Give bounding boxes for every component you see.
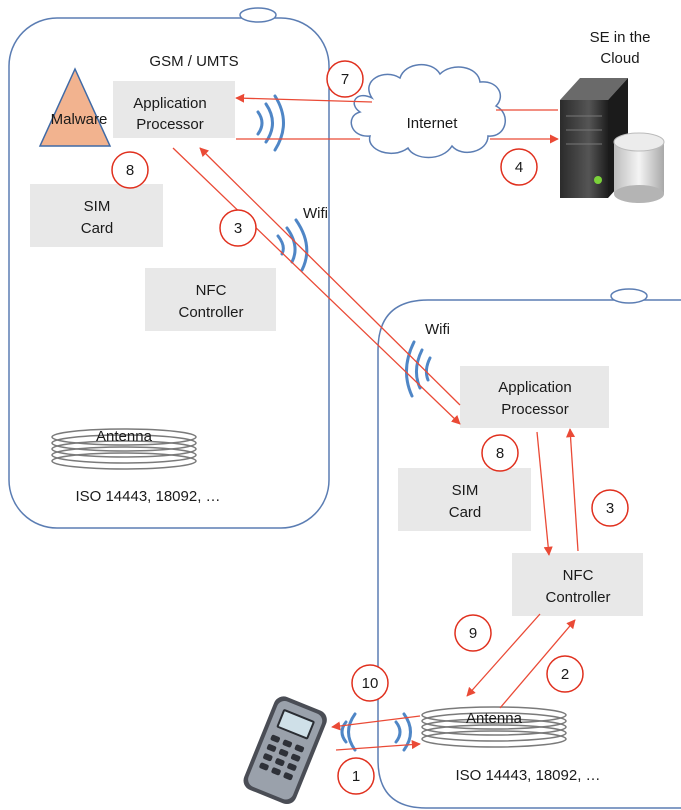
se-cloud-server: SE in the Cloud	[560, 29, 665, 203]
sim-card-box-left	[30, 184, 163, 247]
iso-label-right: ISO 14443, 18092, …	[455, 767, 600, 784]
nfc-controller-label-left-2: Controller	[178, 304, 243, 321]
step-8-left: 8	[111, 151, 149, 189]
wave-icon-antenna-right	[394, 712, 412, 752]
arrow-left-app-to-right-app	[172, 147, 461, 425]
step-1: 1	[337, 757, 375, 795]
arrow-antenna-to-pos	[331, 715, 421, 731]
cloud-icon	[350, 64, 506, 159]
nfc-controller-box-left	[145, 268, 276, 331]
nfc-controller-label-left: NFC	[196, 282, 227, 299]
antenna-label-right: Antenna	[466, 710, 523, 727]
pos-terminal-icon	[243, 696, 327, 805]
step-4: 4	[500, 148, 538, 186]
server-label-2: Cloud	[600, 50, 639, 67]
step-3-right: 3	[591, 489, 629, 527]
app-processor-label-right: Application	[498, 379, 571, 396]
sim-card-label-left-2: Card	[81, 220, 114, 237]
step-7: 7	[326, 60, 364, 98]
phone-right-body	[377, 299, 681, 809]
svg-text:3: 3	[606, 500, 614, 517]
app-processor-box-left	[113, 81, 235, 138]
database-icon	[613, 132, 665, 203]
svg-text:10: 10	[362, 675, 379, 692]
phone-left: GSM / UMTS Application Processor Malware…	[8, 7, 330, 529]
sim-card-label-right-2: Card	[449, 504, 482, 521]
nfc-controller-box-right	[512, 553, 643, 616]
arrow-cloud-to-app	[235, 93, 373, 103]
phone-right-speaker	[610, 288, 648, 304]
svg-text:7: 7	[341, 71, 349, 88]
sim-card-label-right: SIM	[452, 482, 479, 499]
server-label: SE in the	[590, 29, 651, 46]
wave-icon-app-processor-left	[256, 94, 285, 152]
nfc-controller-label-right-2: Controller	[545, 589, 610, 606]
wifi-label-left: Wifi	[303, 205, 328, 222]
arrow-nfc-to-antenna	[466, 613, 541, 697]
antenna-coil-icon-left	[51, 428, 197, 470]
app-processor-box-right	[460, 366, 609, 428]
wifi-wave-icon-right	[405, 340, 432, 398]
malware-label: Malware	[51, 111, 108, 128]
step-circles: 7 8 3 4 8 3 9 2	[111, 60, 629, 795]
step-10: 10	[351, 664, 389, 702]
antenna-label-left: Antenna	[96, 428, 153, 445]
flow-arrows	[172, 93, 579, 751]
arrow-antenna-to-nfc	[499, 619, 576, 709]
network-label: GSM / UMTS	[149, 53, 238, 70]
svg-text:3: 3	[234, 220, 242, 237]
app-processor-label-left-2: Processor	[136, 116, 204, 133]
internet-cloud: Internet	[350, 64, 506, 159]
app-processor-label-left: Application	[133, 95, 206, 112]
phone-right: Application Processor SIM Card NFC Contr…	[377, 288, 681, 809]
svg-text:9: 9	[469, 625, 477, 642]
svg-text:2: 2	[561, 666, 569, 683]
nfc-controller-label-right: NFC	[563, 567, 594, 584]
app-processor-label-right-2: Processor	[501, 401, 569, 418]
svg-text:8: 8	[126, 162, 134, 179]
phone-left-body	[8, 17, 330, 529]
sim-card-label-left: SIM	[84, 198, 111, 215]
wifi-label-right: Wifi	[425, 321, 450, 338]
phone-left-speaker	[239, 7, 277, 23]
sim-card-box-right	[398, 468, 531, 531]
arrow-right-app-to-left-app	[199, 147, 461, 406]
step-9: 9	[454, 614, 492, 652]
arrow-pos-to-antenna	[335, 740, 421, 751]
step-2: 2	[546, 655, 584, 693]
arrow-nfc-to-app-right	[565, 428, 579, 552]
step-8-right: 8	[481, 434, 519, 472]
internet-label: Internet	[407, 115, 459, 132]
step-3-left: 3	[219, 209, 257, 247]
iso-label-left: ISO 14443, 18092, …	[75, 488, 220, 505]
svg-text:1: 1	[352, 768, 360, 785]
svg-text:4: 4	[515, 159, 523, 176]
svg-text:8: 8	[496, 445, 504, 462]
malware-triangle-icon	[38, 67, 112, 147]
arrow-app-to-nfc-right	[536, 431, 553, 556]
wave-icon-pos	[340, 712, 357, 752]
antenna-coil-icon-right	[421, 706, 567, 748]
